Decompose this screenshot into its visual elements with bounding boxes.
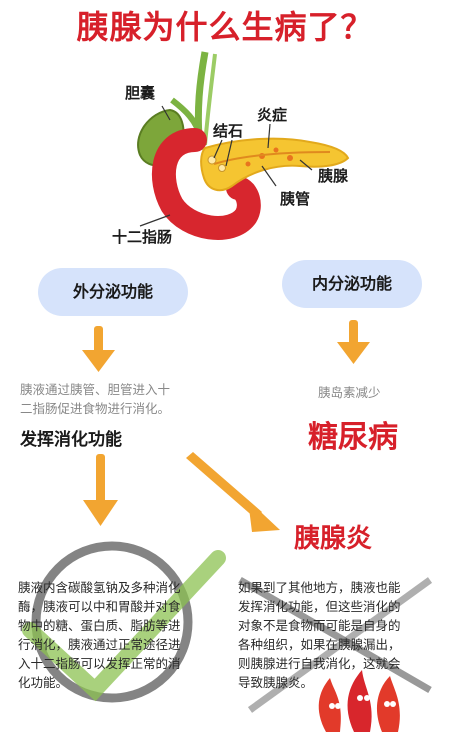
cross-line-icon xyxy=(247,577,433,713)
diabetes-heading: 糖尿病 xyxy=(308,420,398,455)
exocrine-detail-paragraph: 胰液内含碳酸氢钠及多种消化 酶，胰液可以中和胃酸并对食 物中的糖、蛋白质、脂肪等… xyxy=(18,578,218,692)
pointer-lines xyxy=(139,105,313,227)
pancreatitis-detail-line: 导致胰腺炎。 xyxy=(238,675,314,690)
pancreatitis-detail-line: 各种组织，如果在胰腺漏出， xyxy=(238,637,401,652)
hepatic-duct xyxy=(203,53,217,146)
cross-flame-decoration xyxy=(238,576,433,732)
exocrine-detail-line: 行消化，胰液通过正常途径进 xyxy=(18,637,181,652)
exocrine-description: 胰液通过胰管、胆管进入十 二指肠促进食物进行消化。 xyxy=(20,380,220,418)
endocrine-function-pill: 内分泌功能 xyxy=(282,260,422,308)
exocrine-detail-line: 入十二指肠可以发挥正常的消 xyxy=(18,656,181,671)
pancreatitis-detail-line: 如果到了其他地方，胰液也能 xyxy=(238,580,401,595)
pancreatic-duct-label: 胰管 xyxy=(280,190,311,208)
checkmark-icon xyxy=(22,550,226,702)
arrow-down-digestion xyxy=(83,454,118,526)
stone-label: 结石 xyxy=(213,122,244,140)
pancreatic-duct-line xyxy=(213,151,331,165)
gallbladder-label: 胆囊 xyxy=(125,84,156,102)
arrow-down-exocrine xyxy=(82,326,115,372)
duodenum-label: 十二指肠 xyxy=(112,228,173,246)
pancreatitis-heading: 胰腺炎 xyxy=(294,524,373,554)
endocrine-description: 胰岛素减少 xyxy=(318,385,381,400)
inflammation-label: 炎症 xyxy=(257,106,288,124)
digestive-function-heading: 发挥消化功能 xyxy=(20,430,122,450)
exocrine-detail-line: 物中的糖、蛋白质、脂肪等进 xyxy=(18,618,181,633)
arrow-down-endocrine xyxy=(337,320,370,364)
exocrine-desc-line-2: 二指肠促进食物进行消化。 xyxy=(20,401,171,416)
exocrine-detail-line: 酶，胰液可以中和胃酸并对食 xyxy=(18,599,181,614)
pancreas-label: 胰腺 xyxy=(318,167,349,185)
page-title: 胰腺为什么生病了？ xyxy=(76,8,374,46)
exocrine-detail-line: 胰液内含碳酸氢钠及多种消化 xyxy=(18,580,181,595)
exocrine-desc-line-1: 胰液通过胰管、胆管进入十 xyxy=(20,382,171,397)
ring-icon xyxy=(31,541,193,703)
cross-line-icon xyxy=(238,576,432,694)
pancreatitis-detail-paragraph: 如果到了其他地方，胰液也能 发挥消化功能，但这些消化的 对象不是食物而可能是自身… xyxy=(238,578,443,692)
check-ring-decoration xyxy=(22,541,226,703)
pancreas-anatomy-illustration xyxy=(137,51,350,240)
exocrine-detail-line: 化功能。 xyxy=(18,675,69,690)
pancreatitis-detail-line: 则胰腺进行自我消化，这就会 xyxy=(238,656,401,671)
pancreatitis-detail-line: 对象不是食物而可能是自身的 xyxy=(238,618,401,633)
stone-dot xyxy=(218,164,226,172)
arrow-diagonal-pancreatitis xyxy=(186,452,280,532)
flame-icons xyxy=(318,670,400,732)
duodenum-shape xyxy=(151,128,261,240)
pancreatitis-detail-line: 发挥消化功能，但这些消化的 xyxy=(238,599,401,614)
exocrine-function-pill: 外分泌功能 xyxy=(38,268,188,316)
